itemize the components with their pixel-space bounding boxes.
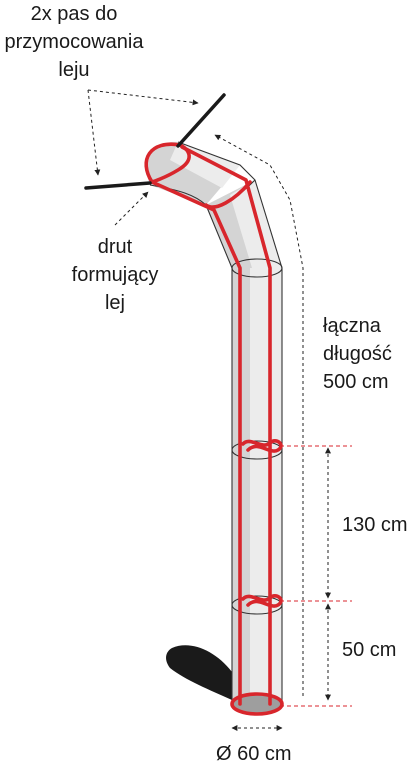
label-straps-line-1: 2x pas do bbox=[31, 3, 118, 25]
forming-wire bbox=[144, 142, 283, 706]
leader-lines bbox=[87, 89, 352, 731]
label-straps-line-3: leju bbox=[58, 59, 89, 81]
ground-shadow bbox=[166, 645, 232, 700]
label-wire-line-3: lej bbox=[105, 292, 125, 314]
label-segment-130: 130 cm bbox=[342, 514, 408, 536]
label-total-length-line-3: 500 cm bbox=[323, 371, 389, 393]
label-total-length-line-1: łączna bbox=[323, 315, 382, 337]
label-segment-50: 50 cm bbox=[342, 639, 396, 661]
label-wire-line-1: drut bbox=[98, 236, 133, 258]
label-straps-line-2: przymocowania bbox=[5, 31, 145, 53]
label-diameter: Ø 60 cm bbox=[216, 743, 292, 765]
label-total-length-line-2: długość bbox=[323, 343, 392, 365]
chute-tube bbox=[146, 141, 284, 716]
mounting-straps bbox=[84, 93, 226, 190]
label-wire-line-2: formujący bbox=[72, 264, 159, 286]
